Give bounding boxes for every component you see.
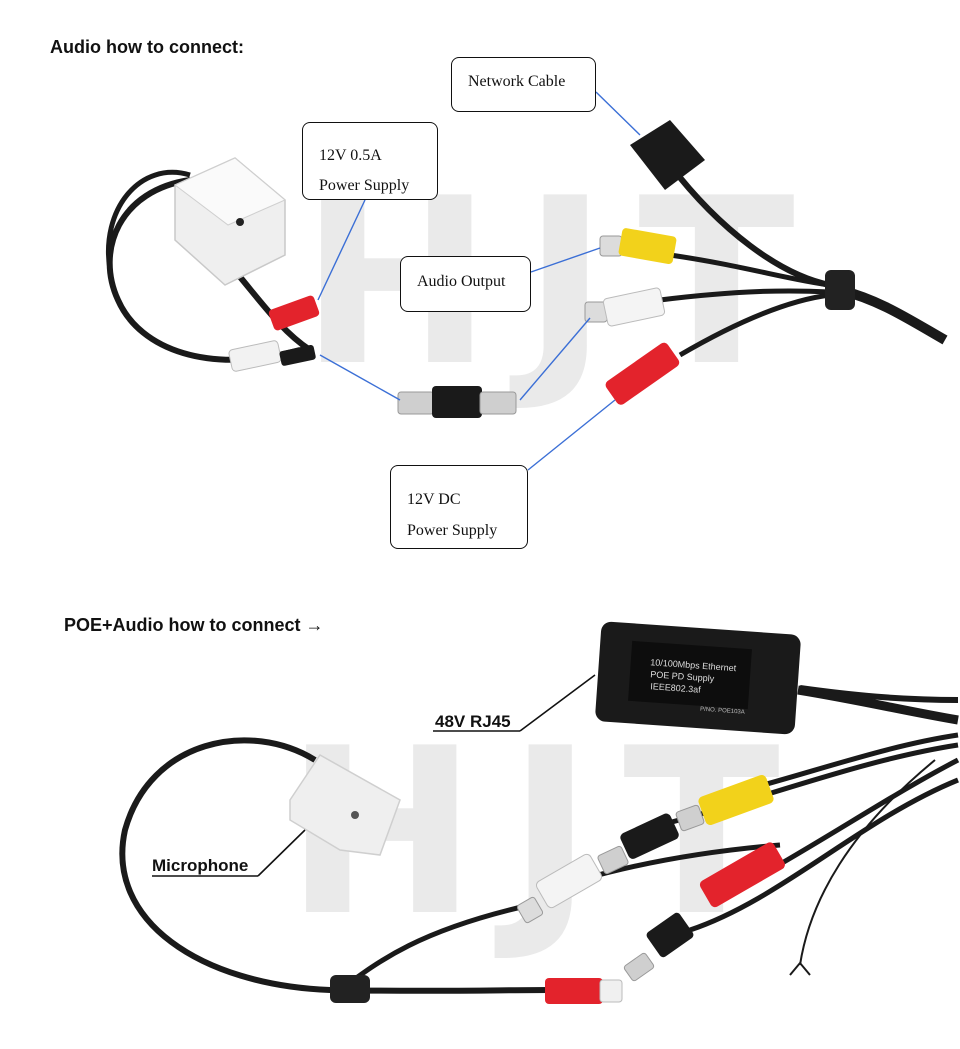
power-12v-line1: 12V 0.5A — [319, 147, 382, 164]
mic-rca-red-top — [268, 295, 320, 331]
dc-black-bottom — [623, 912, 694, 982]
mic-rca-white-top — [228, 340, 316, 372]
audio-output-callout: Audio Output — [400, 256, 531, 312]
power-12v-line2: Power Supply — [319, 177, 410, 194]
rca-white-top — [584, 287, 666, 327]
microphone-bottom — [289, 754, 401, 856]
mic-cable-bottom — [119, 737, 551, 994]
audio-heading: Audio how to connect: — [50, 37, 244, 57]
dc-red-bottom — [699, 842, 785, 908]
power-supply-12v-callout: 12V 0.5A Power Supply — [302, 122, 438, 200]
poe-module-line2: POE PD Supply — [650, 669, 715, 683]
rca-white-bottom — [516, 853, 603, 924]
leader-lines-top — [317, 91, 641, 471]
microphone-label: Microphone — [152, 856, 249, 875]
rca-black-bottom — [597, 813, 679, 875]
rj45-label: 48V RJ45 — [435, 712, 511, 731]
mic-rca-red-bottom — [545, 978, 623, 1004]
rca-yellow-top — [599, 228, 677, 265]
microphone-top — [174, 157, 286, 286]
audio-output-label: Audio Output — [417, 273, 506, 290]
rca-coupler — [397, 386, 517, 418]
poe-module-line3: IEEE802.3af — [650, 681, 702, 695]
rca-yellow-bottom — [675, 775, 774, 832]
poe-audio-heading: POE+Audio how to connect → — [64, 615, 324, 635]
dc-power-callout: 12V DC Power Supply — [390, 465, 528, 549]
leader-lines-bottom — [152, 674, 596, 877]
dc-line2: Power Supply — [407, 522, 498, 539]
network-cable-label: Network Cable — [468, 73, 566, 90]
poe-module — [595, 621, 801, 735]
mic-cable-top — [106, 177, 301, 363]
dc-red-top — [605, 342, 680, 405]
network-cable-callout: Network Cable — [451, 57, 596, 112]
dc-line1: 12V DC — [407, 491, 461, 508]
rj45-connector-top — [630, 120, 705, 190]
main-cable-top — [838, 285, 948, 345]
poe-module-partno: P/NO. POE103A — [700, 707, 745, 716]
